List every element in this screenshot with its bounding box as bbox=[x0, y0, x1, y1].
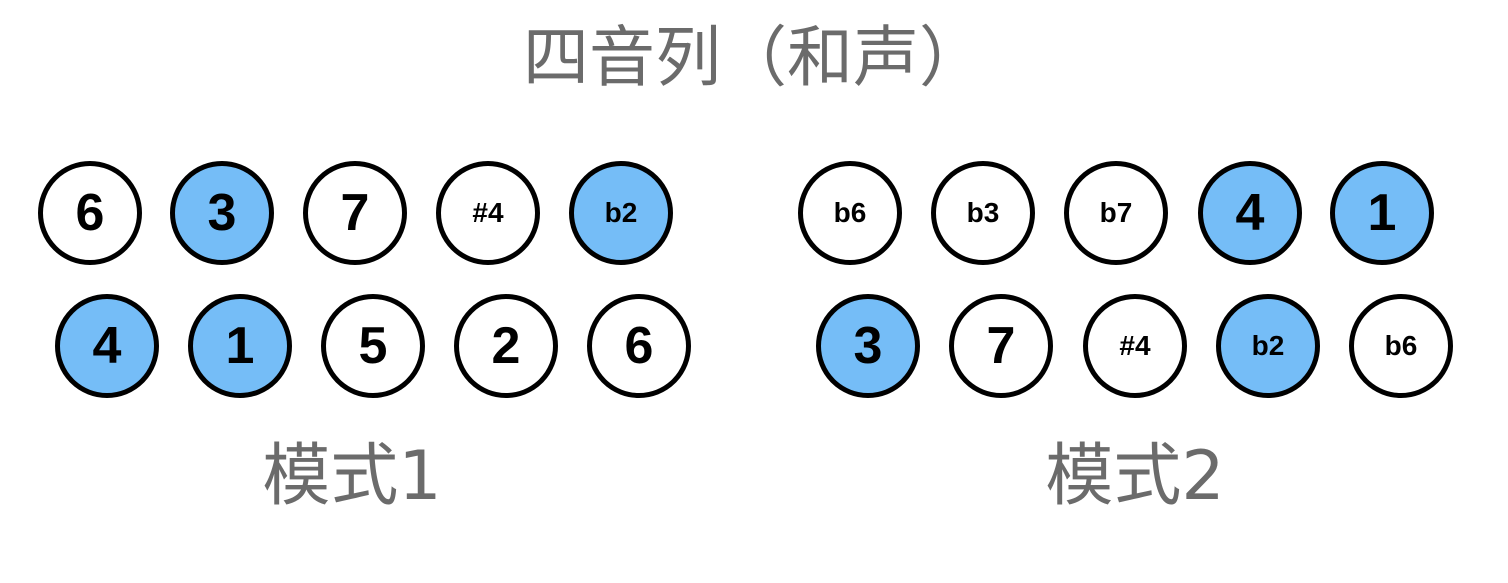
note-label: b6 bbox=[1384, 330, 1418, 361]
note-circle: 4 bbox=[1198, 161, 1302, 265]
note-label: 1 bbox=[225, 317, 255, 375]
note-label: 3 bbox=[207, 184, 237, 242]
note-circle: 2 bbox=[454, 294, 558, 398]
note-label: 3 bbox=[853, 317, 883, 375]
note-label: 6 bbox=[75, 184, 105, 242]
note-circle: #4 bbox=[1083, 294, 1187, 398]
note-circle: 3 bbox=[816, 294, 920, 398]
mode-1-label: 模式1 bbox=[262, 437, 442, 516]
note-circle: b3 bbox=[931, 161, 1035, 265]
note-label: 5 bbox=[358, 317, 388, 375]
note-label: b2 bbox=[604, 197, 638, 228]
note-circle: 6 bbox=[38, 161, 142, 265]
note-label: #4 bbox=[1119, 330, 1151, 361]
note-label: b6 bbox=[833, 197, 867, 228]
note-label: 7 bbox=[340, 184, 370, 242]
note-circle: b6 bbox=[1349, 294, 1453, 398]
note-circle: 5 bbox=[321, 294, 425, 398]
note-label: #4 bbox=[472, 197, 504, 228]
note-circle: 7 bbox=[303, 161, 407, 265]
note-circle: b2 bbox=[569, 161, 673, 265]
note-label: b3 bbox=[966, 197, 1000, 228]
note-label: b2 bbox=[1251, 330, 1285, 361]
note-circle: 3 bbox=[170, 161, 274, 265]
note-label: 1 bbox=[1367, 184, 1397, 242]
note-circle: b7 bbox=[1064, 161, 1168, 265]
note-circle: #4 bbox=[436, 161, 540, 265]
note-circle: b2 bbox=[1216, 294, 1320, 398]
note-label: 4 bbox=[1235, 184, 1265, 242]
note-label: 4 bbox=[92, 317, 122, 375]
note-circle: 1 bbox=[188, 294, 292, 398]
mode-2-label: 模式2 bbox=[1045, 437, 1225, 516]
note-circle: 6 bbox=[587, 294, 691, 398]
note-circle: 4 bbox=[55, 294, 159, 398]
note-circle: 1 bbox=[1330, 161, 1434, 265]
note-label: 6 bbox=[624, 317, 654, 375]
note-label: b7 bbox=[1099, 197, 1133, 228]
note-circle: 7 bbox=[949, 294, 1053, 398]
note-circle: b6 bbox=[798, 161, 902, 265]
note-label: 2 bbox=[491, 317, 521, 375]
diagram-title: 四音列（和声） bbox=[523, 19, 985, 96]
note-label: 7 bbox=[986, 317, 1016, 375]
